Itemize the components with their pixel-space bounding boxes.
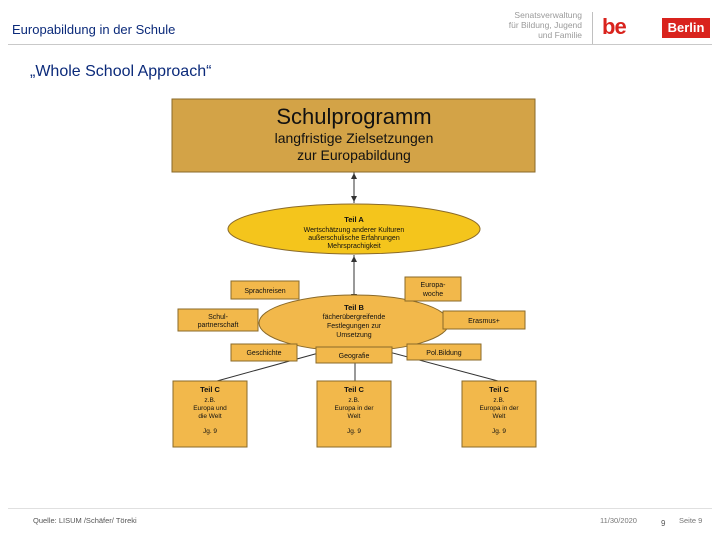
teil-c-title: Teil C xyxy=(489,385,509,394)
be-logo: be xyxy=(602,14,627,39)
geografie-box xyxy=(315,346,393,364)
europawoche-box xyxy=(404,276,462,302)
footer-page-label: Seite 9 xyxy=(679,516,703,525)
arrow-down-icon xyxy=(351,196,357,202)
teil-b-line: fächerübergreifende xyxy=(323,314,386,321)
teil-c-box-left: Teil C z.B. Europa und die Welt Jg. 9 xyxy=(172,380,248,448)
header-title: Europabildung in der Schule xyxy=(12,22,176,37)
teil-a-line: außerschulische Erfahrungen xyxy=(308,235,400,242)
schulpartnerschaft-box xyxy=(177,308,259,332)
teil-a-line: Wertschätzung anderer Kulturen xyxy=(304,227,405,234)
schulprogramm-box xyxy=(171,98,536,173)
geschichte-label: Geschichte xyxy=(246,350,281,357)
teil-c-line: die Welt xyxy=(198,413,222,420)
teil-c-box-right: Teil C z.B. Europa in der Welt Jg. 9 xyxy=(461,380,537,448)
teil-c-box-center: Teil C z.B. Europa in der Welt Jg. 9 xyxy=(316,380,392,448)
teil-c-line: Welt xyxy=(493,413,506,420)
arrow-up-icon xyxy=(351,256,357,262)
slide-title: „Whole School Approach“ xyxy=(30,63,212,80)
teil-b-line: Umsetzung xyxy=(336,332,372,339)
footer-source: Quelle: LISUM /Schäfer/ Töreki xyxy=(33,516,137,525)
geografie-label: Geografie xyxy=(339,353,370,360)
teil-a-line: Mehrsprachigkeit xyxy=(327,243,380,250)
schulpartnerschaft-label: Schul- xyxy=(208,314,229,321)
teil-c-title: Teil C xyxy=(344,385,364,394)
teil-c-grade: Jg. 9 xyxy=(347,428,361,435)
teil-c-title: Teil C xyxy=(200,385,220,394)
footer-date: 11/30/2020 xyxy=(600,516,637,525)
teil-c-box xyxy=(172,380,248,448)
senate-logo-line: für Bildung, Jugend xyxy=(508,20,582,30)
erasmus-box xyxy=(442,310,526,330)
politische-bildung-label: Pol.Bildung xyxy=(426,350,462,357)
teil-c-line: z.B. xyxy=(204,397,215,404)
schulprogramm-line: zur Europabildung xyxy=(297,147,411,163)
teil-c-grade: Jg. 9 xyxy=(492,428,506,435)
teil-a-ellipse xyxy=(227,203,481,255)
arrow-up-icon xyxy=(351,173,357,179)
berlin-logo: Berlin xyxy=(662,18,710,38)
senate-logo-line: Senatsverwaltung xyxy=(514,10,582,20)
schulpartnerschaft-label: partnerschaft xyxy=(198,322,239,329)
footer-slide-number: 9 xyxy=(661,519,666,528)
footer-divider xyxy=(8,508,712,509)
sprachreisen-box xyxy=(230,280,300,300)
header-divider xyxy=(8,44,712,45)
teil-c-line: Europa und xyxy=(193,405,227,412)
teil-a-title: Teil A xyxy=(344,215,364,224)
whole-school-diagram: Schulprogramm langfristige Zielsetzungen… xyxy=(171,98,537,448)
senate-logo-text: Senatsverwaltung für Bildung, Jugend und… xyxy=(506,10,582,40)
teil-c-line: z.B. xyxy=(348,397,359,404)
teil-c-line: Welt xyxy=(348,413,361,420)
schulprogramm-line: langfristige Zielsetzungen xyxy=(275,130,434,146)
teil-c-box xyxy=(316,380,392,448)
teil-c-grade: Jg. 9 xyxy=(203,428,217,435)
europawoche-label: Europa- xyxy=(421,282,447,289)
teil-b-title: Teil B xyxy=(344,303,364,312)
sprachreisen-label: Sprachreisen xyxy=(244,288,285,295)
europawoche-label: woche xyxy=(422,291,443,298)
schulprogramm-title: Schulprogramm xyxy=(276,104,431,129)
erasmus-label: Erasmus+ xyxy=(468,318,500,325)
geschichte-box xyxy=(230,343,298,362)
teil-c-line: z.B. xyxy=(493,397,504,404)
teil-c-box xyxy=(461,380,537,448)
teil-b-line: Festlegungen zur xyxy=(327,323,382,330)
senate-logo-line: und Familie xyxy=(538,30,582,40)
politische-bildung-box xyxy=(406,343,482,361)
teil-c-line: Europa in der xyxy=(334,405,374,412)
teil-c-line: Europa in der xyxy=(479,405,519,412)
logo-divider xyxy=(592,12,593,44)
